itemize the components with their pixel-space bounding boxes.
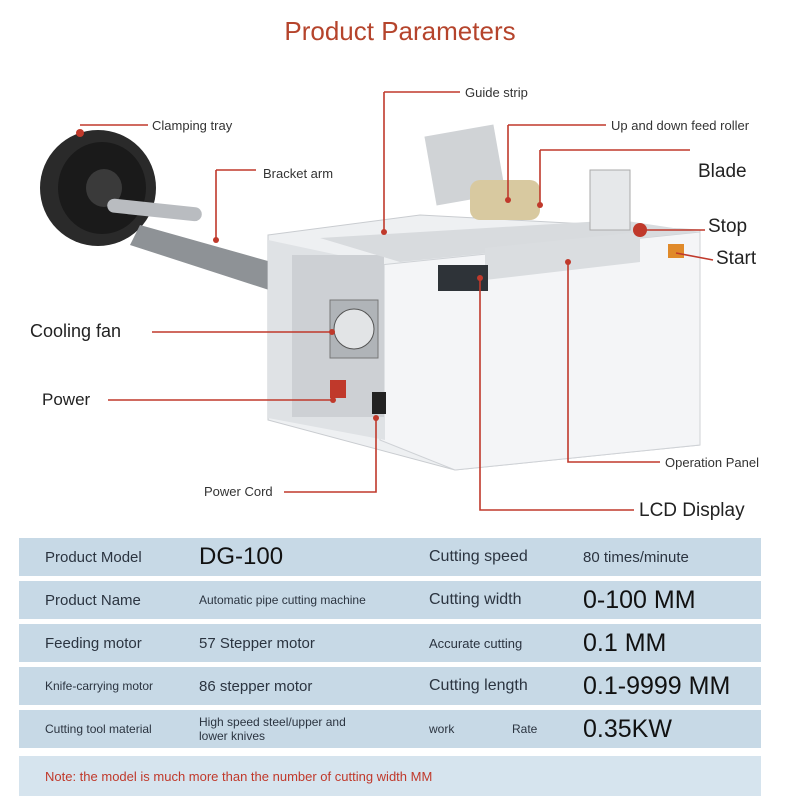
- machine-illustration: [40, 91, 714, 511]
- spec-key-part: work: [429, 722, 455, 736]
- machine-body: [267, 124, 701, 471]
- spec-key: Knife-carrying motor: [45, 679, 154, 693]
- callout-bracket-arm: Bracket arm: [263, 166, 334, 181]
- callout-lcd-display: LCD Display: [639, 500, 745, 521]
- callout-stop: Stop: [708, 216, 748, 237]
- table-row: Product Name Automatic pipe cutting mach…: [19, 581, 761, 619]
- spec-key: Product Model: [45, 548, 142, 566]
- spec-key: Cutting speed: [429, 548, 528, 565]
- callout-power: Power: [42, 390, 91, 409]
- callout-cooling-fan: Cooling fan: [30, 321, 122, 341]
- spec-key: Product Name: [45, 591, 141, 609]
- callout-blade: Blade: [698, 161, 747, 182]
- spec-value: 0.1-9999 MM: [583, 671, 731, 700]
- spec-value: 0-100 MM: [583, 585, 696, 614]
- spec-value: DG-100: [199, 543, 284, 570]
- leader-operation-panel: [567, 262, 660, 463]
- callout-operation-panel: Operation Panel: [665, 455, 759, 470]
- table-row: Product Model DG-100 Cutting speed 80 ti…: [19, 538, 761, 576]
- spec-value: Automatic pipe cutting machine: [199, 593, 366, 607]
- bracket-arm: [130, 225, 300, 300]
- spec-key: Feeding motor: [45, 634, 142, 652]
- leader-lcd-display: [479, 278, 634, 511]
- callout-guide-strip: Guide strip: [465, 85, 528, 100]
- page-title: Product Parameters: [284, 16, 516, 46]
- spec-key: Accurate cutting: [429, 635, 523, 651]
- callout-clamping-tray: Clamping tray: [152, 118, 233, 133]
- clamping-tray-spool: [40, 130, 202, 246]
- spec-key: Cutting tool material: [45, 722, 152, 736]
- callout-feed-roller: Up and down feed roller: [611, 118, 750, 133]
- spec-key: Cutting length: [429, 677, 528, 694]
- callout-power-cord: Power Cord: [204, 484, 273, 499]
- note-banner: Note: the model is much more than the nu…: [19, 756, 761, 796]
- spec-value: 86 stepper motor: [199, 677, 313, 695]
- spec-key-part: Rate: [512, 722, 538, 736]
- table-row: Knife-carrying motor 86 stepper motor Cu…: [19, 667, 761, 705]
- table-row: Cutting tool material High speed steel/u…: [19, 710, 761, 748]
- spec-value: 80 times/minute: [583, 548, 689, 566]
- table-row: Feeding motor 57 Stepper motor Accurate …: [19, 624, 761, 662]
- spec-key: Cutting width: [429, 591, 522, 608]
- spec-value: High speed steel/upper and lower knives: [199, 715, 346, 743]
- spec-value: 0.35KW: [583, 714, 672, 743]
- leader-start: [675, 252, 714, 261]
- spec-value: 0.1 MM: [583, 628, 667, 657]
- spec-value: 57 Stepper motor: [199, 634, 315, 652]
- note-text: Note: the model is much more than the nu…: [45, 768, 433, 784]
- leader-power-cord: [284, 418, 377, 493]
- callout-start: Start: [716, 248, 757, 269]
